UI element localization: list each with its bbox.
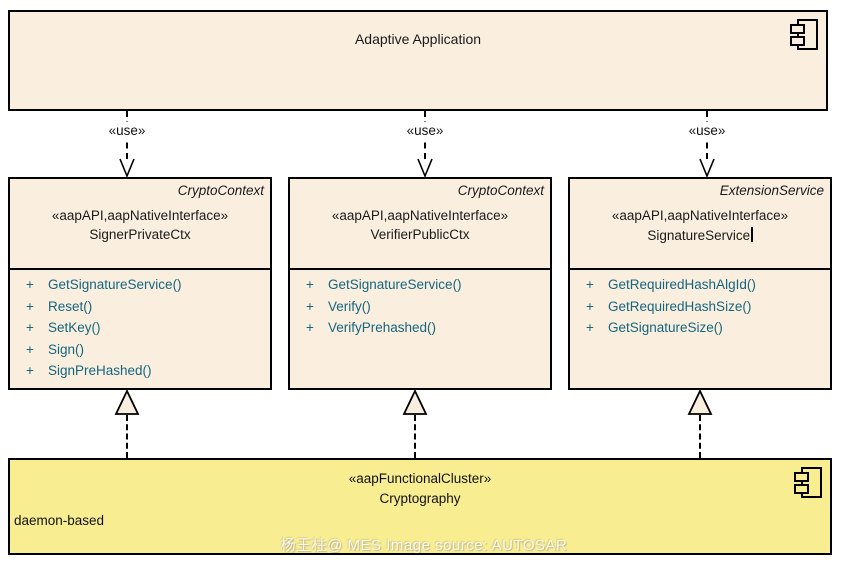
text-cursor — [751, 227, 753, 242]
class-name: SignerPrivateCtx — [89, 227, 191, 242]
cluster-stereotype: «aapFunctionalCluster» — [348, 471, 492, 486]
hollow-triangle-icon — [114, 390, 140, 415]
method-row: + Sign() — [26, 341, 85, 357]
use-label: «use» — [104, 122, 150, 139]
hollow-triangle-icon — [687, 390, 713, 415]
open-arrowhead-icon — [119, 158, 135, 178]
class-type-label: ExtensionService — [719, 183, 824, 198]
method-row: + GetRequiredHashAlgId() — [586, 277, 756, 292]
method-row: + GetRequiredHashSize() — [586, 298, 752, 314]
class-verifier-public-ctx[interactable]: CryptoContext «aapAPI,aapNativeInterface… — [288, 177, 552, 390]
class-signature-service[interactable]: ExtensionService «aapAPI,aapNativeInterf… — [568, 177, 832, 390]
cluster-name: Cryptography — [379, 491, 461, 506]
methods-compartment: + GetSignatureService() + Verify() + Ver… — [290, 268, 550, 388]
class-name: VerifierPublicCtx — [370, 227, 470, 242]
dashed-line — [699, 415, 701, 458]
cluster-annotation: daemon-based — [14, 513, 105, 528]
component-title: Adaptive Application — [354, 31, 482, 47]
use-label: «use» — [402, 122, 448, 139]
class-signer-private-ctx[interactable]: CryptoContext «aapAPI,aapNativeInterface… — [8, 177, 272, 390]
class-stereotype: «aapAPI,aapNativeInterface» — [331, 208, 509, 223]
class-stereotype: «aapAPI,aapNativeInterface» — [611, 208, 789, 223]
class-name: SignatureService — [647, 228, 751, 243]
component-icon — [794, 467, 822, 498]
method-row: + GetSignatureService() — [26, 277, 182, 292]
component-cryptography[interactable]: «aapFunctionalCluster» Cryptography daem… — [8, 458, 832, 555]
dashed-line — [126, 415, 128, 458]
use-label: «use» — [684, 122, 730, 139]
component-icon — [790, 19, 818, 50]
open-arrowhead-icon — [417, 158, 433, 178]
method-row: + GetSignatureService() — [306, 277, 462, 292]
class-stereotype: «aapAPI,aapNativeInterface» — [51, 208, 229, 223]
method-row: + VerifyPrehashed() — [306, 320, 437, 335]
open-arrowhead-icon — [699, 158, 715, 178]
methods-compartment: + GetSignatureService() + Reset() + SetK… — [10, 268, 270, 388]
method-row: + GetSignatureSize() — [586, 320, 723, 335]
method-row: + Verify() — [306, 298, 371, 314]
component-adaptive-application[interactable]: Adaptive Application — [8, 10, 828, 111]
class-type-label: CryptoContext — [457, 183, 544, 198]
class-type-label: CryptoContext — [177, 183, 264, 198]
method-row: + Reset() — [26, 298, 93, 314]
class-name-editing[interactable]: SignatureService — [570, 227, 830, 243]
methods-compartment: + GetRequiredHashAlgId() + GetRequiredHa… — [570, 268, 830, 388]
method-row: + SignPreHashed() — [26, 363, 152, 378]
dashed-line — [414, 415, 416, 458]
watermark: 杨王柱@ MES Image source: AUTOSAR — [280, 537, 568, 554]
method-row: + SetKey() — [26, 320, 101, 335]
hollow-triangle-icon — [402, 390, 428, 415]
